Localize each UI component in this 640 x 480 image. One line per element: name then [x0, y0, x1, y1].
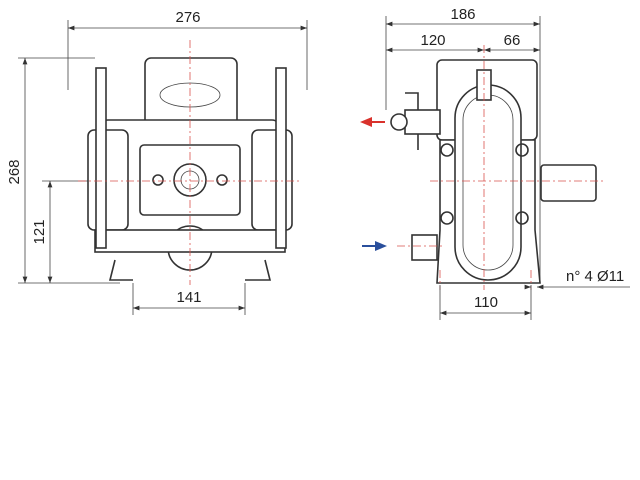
- mounting-holes-label: n° 4 Ø11: [566, 268, 624, 285]
- shaft-height-dimension: 121: [31, 219, 48, 244]
- front-dimension: 66: [504, 32, 521, 49]
- front-view: 276 268 121 141: [6, 9, 308, 315]
- depth-dimension: 186: [450, 6, 475, 23]
- inlet-arrow-icon: [362, 241, 387, 251]
- side-foot-spacing-dimension: 110: [474, 294, 498, 311]
- height-dimension: 268: [6, 159, 23, 184]
- side-view: 186 120 66 110 n° 4 Ø11: [360, 6, 630, 320]
- foot-spacing-dimension: 141: [176, 289, 201, 306]
- rear-dimension: 120: [420, 32, 445, 49]
- width-dimension: 276: [175, 9, 200, 26]
- outlet-arrow-icon: [360, 117, 385, 127]
